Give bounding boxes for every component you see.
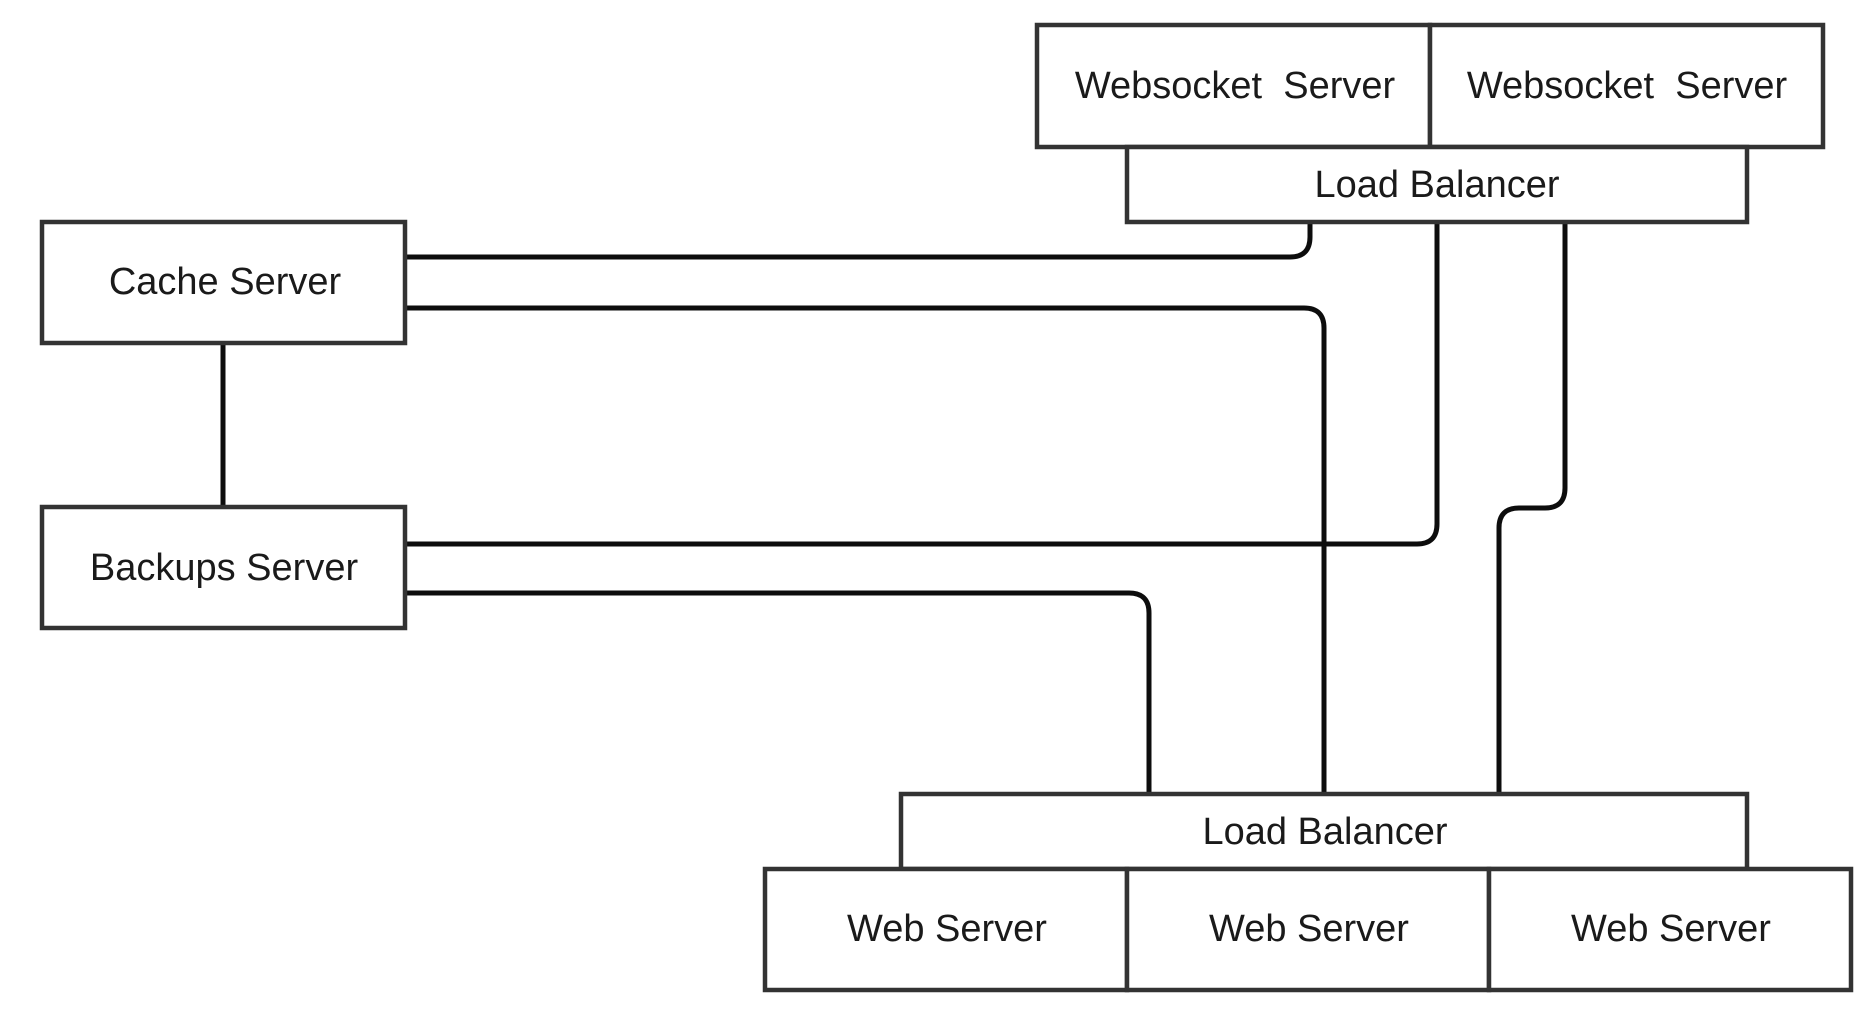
web-server-box — [1486, 866, 1854, 993]
web-server-label: Web Server — [1209, 908, 1409, 950]
top-load-balancer-node: Load Balancer — [1124, 144, 1750, 225]
bottom-load-balancer-node: Load Balancer — [898, 791, 1750, 872]
cache-server-label: Cache Server — [109, 261, 342, 303]
websocket-server-label: Websocket Server — [1075, 65, 1396, 107]
load-balancer-box — [1124, 144, 1750, 225]
web-server-node: Web Server — [1486, 866, 1854, 993]
edge-cache-to-bottom-load-balancer — [405, 305, 1327, 794]
websocket-server-box — [1427, 22, 1826, 150]
edge-cache-to-top-load-balancer — [405, 222, 1313, 260]
web-server-label: Web Server — [847, 908, 1047, 950]
edge-backups-to-bottom-load-balancer — [405, 590, 1152, 794]
websocket-server-label: Websocket Server — [1467, 65, 1788, 107]
backups-server-node: Backups Server — [39, 504, 408, 631]
connectors — [220, 222, 1568, 794]
websocket-server-node: Websocket Server — [1034, 22, 1433, 150]
web-server-node: Web Server — [1124, 866, 1492, 993]
edge-top-load-balancer-to-bottom-load-balancer — [1496, 222, 1568, 794]
cache-server-node: Cache Server — [39, 219, 408, 346]
cache-server-box — [39, 219, 408, 346]
websocket-server-node: Websocket Server — [1427, 22, 1826, 150]
load-balancer-label: Load Balancer — [1314, 164, 1559, 206]
backups-server-box — [39, 504, 408, 631]
edge-backups-to-top-load-balancer — [405, 222, 1440, 547]
web-server-label: Web Server — [1571, 908, 1771, 950]
web-server-node: Web Server — [762, 866, 1130, 993]
load-balancer-box — [898, 791, 1750, 872]
load-balancer-label: Load Balancer — [1202, 811, 1447, 853]
backups-server-label: Backups Server — [90, 547, 359, 589]
